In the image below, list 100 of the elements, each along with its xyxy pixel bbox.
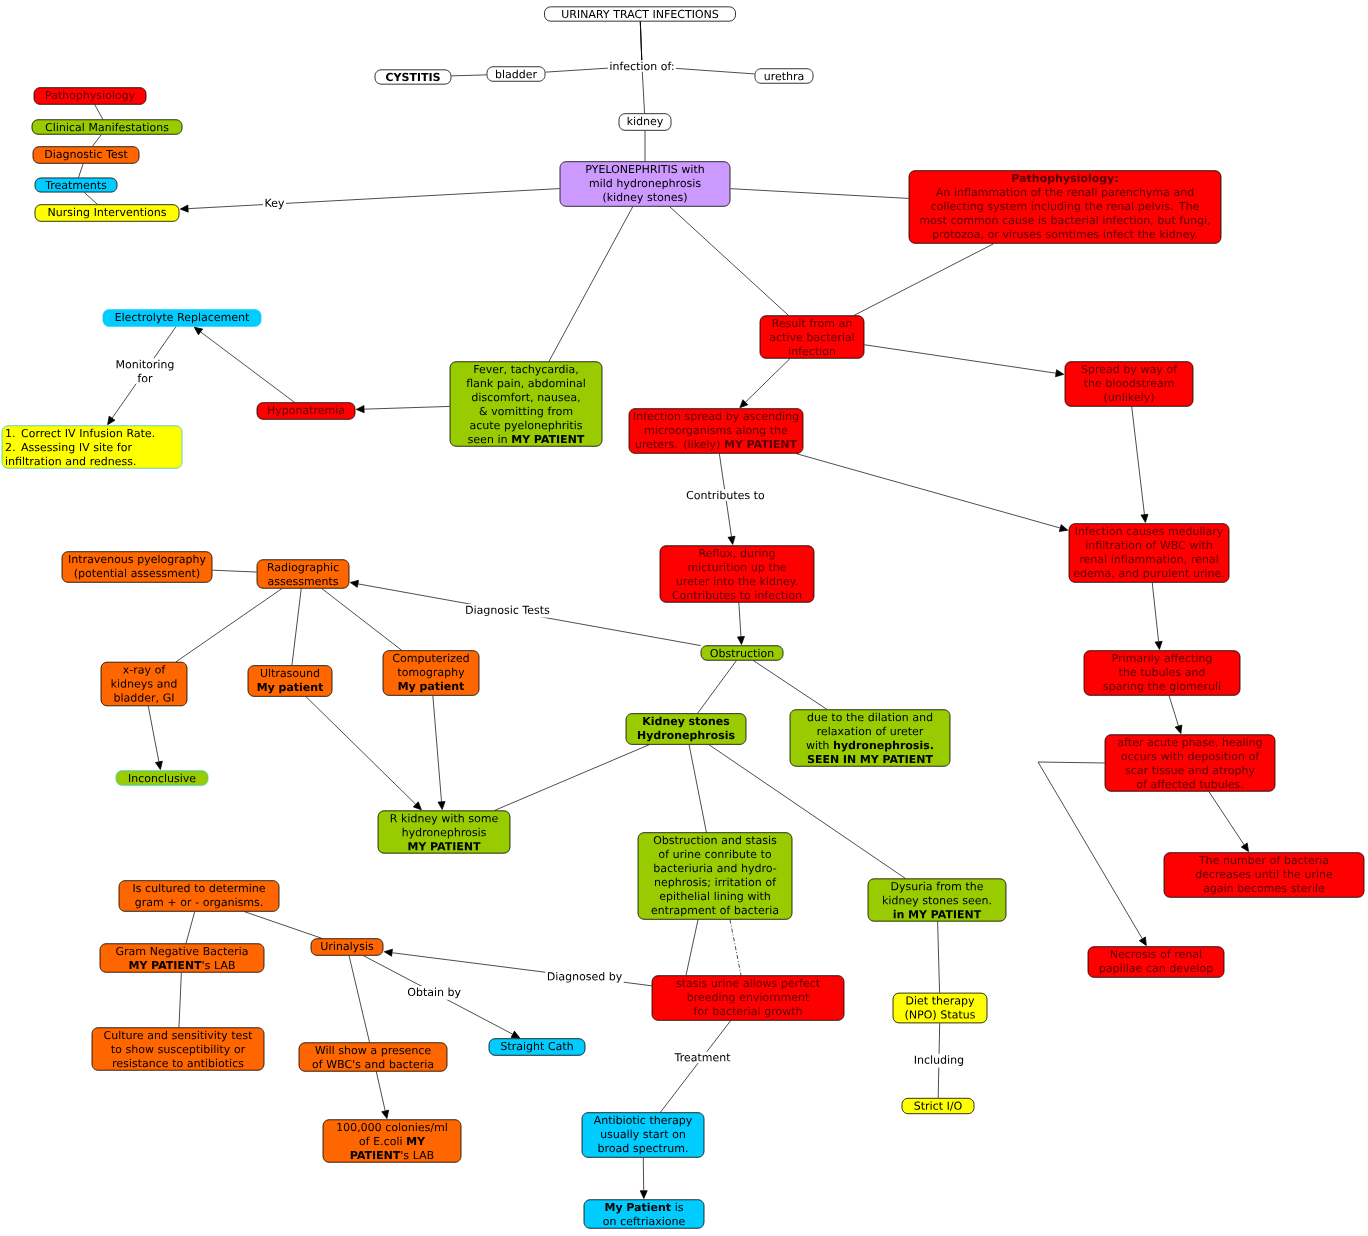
- concept-box: bladder: [486, 66, 546, 82]
- concept-box: Nursing Interventions: [34, 204, 180, 222]
- concept-box: after acute phase, healing occurs with deposition of scar tissue and atrophy of affected tubules.: [1104, 734, 1276, 792]
- concept-box: Fever, tachycardia, flank pain, abdominal discomfort, nausea, & vomitting from acute pyelonephritis seen in MY PATIENT: [449, 361, 603, 447]
- concept-box: Inconclusive: [115, 770, 209, 786]
- edge-label: Obtain by: [405, 986, 463, 1000]
- arrow: [737, 602, 745, 645]
- concept-box: urethra: [754, 68, 814, 84]
- arrow: [796, 453, 1069, 532]
- connector-line: [639, 21, 645, 114]
- connector-line: [451, 74, 487, 77]
- connector-line: [669, 206, 789, 316]
- concept-box: Kidney stones Hydronephrosis: [625, 713, 747, 745]
- arrow: [864, 344, 1065, 378]
- connector-line: [212, 569, 257, 573]
- arrow: [193, 326, 295, 403]
- concept-box: URINARY TRACT INFECTIONS: [544, 6, 736, 22]
- connector-line: [697, 660, 737, 714]
- concept-box: due to the dilation and relaxation of ureter with hydronephrosis. SEEN IN MY PATIENT: [789, 709, 951, 767]
- concept-box: 100,000 colonies/ml of E.coli MY PATIENT's LAB: [322, 1119, 462, 1163]
- arrow: [639, 1157, 648, 1199]
- concept-box: Dysuria from the kidney stones seen. in MY PATIENT: [867, 878, 1007, 922]
- arrow: [1168, 695, 1183, 734]
- concept-box: Infection causes medullary infiltration of WBC with renal inflammation, renal edema, and purulent urine.: [1068, 523, 1230, 583]
- connector-line: [937, 921, 940, 994]
- edge-label: infection of:: [607, 60, 677, 72]
- connector-line: [185, 911, 196, 944]
- concept-box: Obstruction and stasis of urine conribute to bacteriuria and hydro-nephrosis; irritation of epithelial lining with entrapment of bacteria: [637, 832, 793, 920]
- edge-label: Including: [912, 1053, 966, 1068]
- connector-line: [753, 660, 828, 710]
- edge-label: Contributes to: [684, 489, 767, 501]
- concept-box: Primarily affecting the tubules and sparing the glomeruli: [1083, 650, 1241, 696]
- connector-line: [685, 919, 699, 976]
- connector-line: [94, 104, 104, 120]
- concept-box: Treatments: [34, 177, 118, 193]
- concept-box: Radiographic assessments: [256, 559, 350, 589]
- concept-box: Culture and sensitivity test to show susceptibility or resistance to antibiotics: [91, 1027, 265, 1071]
- arrow: [1208, 791, 1249, 852]
- concept-box: Strict I/O: [901, 1097, 975, 1115]
- arrow: [432, 695, 446, 810]
- arrow: [147, 705, 163, 770]
- concept-box: My Patient is on ceftriaxione: [583, 1199, 705, 1229]
- concept-box: Is cultured to determine gram + or - organisms.: [118, 880, 280, 912]
- arrow: [1037, 761, 1147, 946]
- connector-line: [175, 588, 283, 663]
- connector-line: [83, 192, 98, 205]
- connector-line: [688, 744, 707, 833]
- arrow: [1151, 582, 1163, 650]
- arrow: [355, 405, 450, 414]
- concept-box: Diagnostic Test: [32, 146, 140, 164]
- edge-label: Key: [263, 197, 286, 211]
- concept-box: Spread by way of the bloodstream (unlikely): [1064, 361, 1194, 407]
- connector-line: [244, 911, 323, 939]
- arrow: [363, 955, 521, 1039]
- concept-box: R kidney with some hydronephrosis MY PATIENT: [377, 810, 511, 854]
- connector-line: [708, 744, 906, 879]
- concept-box: Intravenous pyelography (potential assessment): [61, 551, 213, 583]
- concept-box: x-ray of kidneys and bladder, GI: [100, 661, 188, 707]
- edge-label: Treatment: [673, 1051, 732, 1063]
- concept-box: Urinalysis: [310, 938, 384, 956]
- concept-box: 1. Correct IV Infusion Rate. 2. Assessing IV site for infiltration and redness.: [1, 425, 183, 469]
- connector-line: [348, 955, 370, 1043]
- concept-box: Result from an active bacterial infection: [759, 315, 865, 359]
- concept-box: Antibiotic therapy usually start on broad spectrum.: [581, 1112, 705, 1158]
- concept-box: Pathophysiology: [33, 87, 147, 105]
- connector-line: [730, 188, 909, 199]
- concept-box: Obstruction: [700, 645, 784, 661]
- concept-box: CYSTITIS: [374, 69, 452, 85]
- concept-box: Gram Negative Bacteria MY PATIENT's LAB: [99, 943, 265, 973]
- concept-box: The number of bacteria decreases until the urine again becomes sterile: [1163, 852, 1365, 898]
- arrow: [179, 188, 560, 213]
- connector-line: [660, 1020, 731, 1113]
- arrow: [739, 358, 791, 409]
- concept-box: Clinical Manifestations: [31, 119, 183, 135]
- edge-label: Diagnosic Tests: [463, 604, 552, 618]
- arrow: [305, 696, 422, 811]
- connector-line: [548, 206, 634, 362]
- concept-box: Pathophysiology: An inflammation of the renall parenchyma and collecting system including the renal pelvis. The most common cause is bacterial infection, but fungi, protozoa, or viruses somtimes infect the kidney.: [908, 170, 1222, 244]
- connector-line: [92, 134, 102, 147]
- connector-line: [494, 744, 650, 811]
- concept-box: Computerized tomography My patient: [382, 650, 480, 696]
- concept-box: Ultrasound My patient: [247, 665, 333, 697]
- connector-line: [78, 163, 84, 178]
- connector-line: [729, 919, 742, 976]
- arrow: [719, 453, 736, 545]
- concept-box: stasis urine allows perfect breeding enviornment for bacterial growth: [651, 975, 845, 1021]
- connector-line: [321, 588, 402, 651]
- connector-line: [853, 243, 994, 316]
- concept-box: Reflux, during micturition up the ureter into the kidney. Contributes to infection: [659, 545, 815, 603]
- edge-label: Monitoring for: [108, 358, 182, 384]
- connector-line: [644, 130, 646, 162]
- concept-box: Hyponatremia: [256, 402, 356, 420]
- concept-box: PYELONEPHRITIS with mild hydronephrosis (kidney stones): [559, 161, 731, 207]
- connector-line: [178, 972, 182, 1028]
- concept-box: Necrosis of renal papillae can develop: [1087, 946, 1225, 978]
- concept-box: Diet therapy (NPO) Status: [892, 992, 988, 1024]
- arrow: [375, 1071, 389, 1119]
- concept-box: Straight Cath: [488, 1038, 586, 1056]
- arrow: [1131, 406, 1149, 523]
- edge-label: Diagnosed by: [545, 970, 624, 985]
